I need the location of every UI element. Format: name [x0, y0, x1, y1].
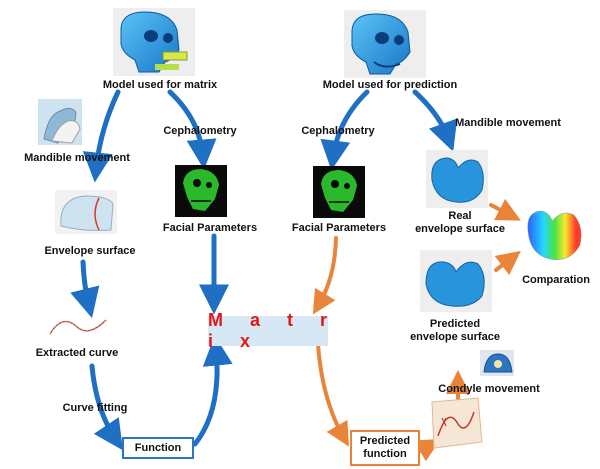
label-model-matrix: Model used for matrix	[102, 79, 218, 91]
label-predicted-envelope: Predicted envelope surface	[400, 318, 510, 344]
predicted-function-curve-image	[431, 397, 483, 449]
facial-skeleton-image-left	[175, 165, 227, 217]
arrow-predicted-function-to-condyle	[413, 439, 441, 462]
label-facial-parameters-left: Facial Parameters	[162, 222, 258, 234]
label-condyle-movement: Condyle movement	[438, 383, 540, 395]
arrow-matrix-model-to-facial	[167, 89, 217, 170]
label-real-envelope-line2: envelope surface	[415, 223, 505, 235]
predicted-function-line2: function	[363, 448, 407, 460]
label-curve-fitting: Curve fitting	[62, 402, 128, 414]
label-envelope-surface: Envelope surface	[44, 245, 136, 257]
label-predicted-envelope-line1: Predicted	[429, 318, 481, 330]
blue-arrows	[70, 89, 458, 451]
arrow-prediction-model-to-real	[412, 89, 458, 152]
predicted-function-line1: Predicted	[359, 435, 411, 447]
skull-model-matrix-image	[113, 8, 195, 76]
label-predicted-envelope-line2: envelope surface	[410, 331, 500, 343]
real-envelope-surface-image	[426, 150, 488, 208]
facial-skeleton-image-right	[313, 166, 365, 218]
envelope-surface-image	[55, 190, 117, 234]
label-real-envelope-line1: Real	[448, 210, 472, 222]
label-mandible-movement-left: Mandible movement	[24, 152, 130, 164]
predicted-function-box: Predicted function	[350, 430, 420, 466]
skull-model-prediction-image	[344, 10, 426, 78]
label-cephalometry-right: Cephalometry	[301, 125, 375, 137]
arrow-matrix-to-predicted-function	[316, 342, 350, 447]
label-real-envelope: Real envelope surface	[410, 210, 510, 236]
arrow-matrix-model-to-mandible	[82, 89, 121, 183]
label-model-prediction: Model used for prediction	[322, 79, 458, 91]
arrow-envelope-to-curve	[70, 259, 100, 319]
label-extracted-curve: Extracted curve	[35, 347, 119, 359]
function-box: Function	[122, 437, 194, 459]
matrix-box: M a t r i x	[208, 310, 328, 351]
comparation-heatmap-image	[527, 210, 582, 260]
arrow-facial-right-to-matrix	[312, 236, 338, 315]
predicted-envelope-surface-image	[420, 250, 492, 312]
arrow-real-to-comparation	[489, 198, 521, 221]
arrow-prediction-model-to-facial	[320, 89, 370, 171]
arrow-function-to-matrix	[192, 335, 233, 447]
mandible-movement-image	[38, 99, 82, 145]
arrow-predicted-to-comparation	[494, 250, 521, 276]
label-mandible-movement-right: Mandible movement	[455, 117, 561, 129]
condyle-movement-image	[480, 350, 514, 376]
extracted-curve-image	[49, 319, 107, 335]
label-facial-parameters-right: Facial Parameters	[291, 222, 387, 234]
label-cephalometry-left: Cephalometry	[163, 125, 237, 137]
arrow-curve-to-function	[89, 363, 123, 451]
matrix-label: M a t r i x	[208, 310, 339, 351]
label-comparation: Comparation	[522, 274, 590, 286]
orange-arrows	[312, 198, 521, 462]
